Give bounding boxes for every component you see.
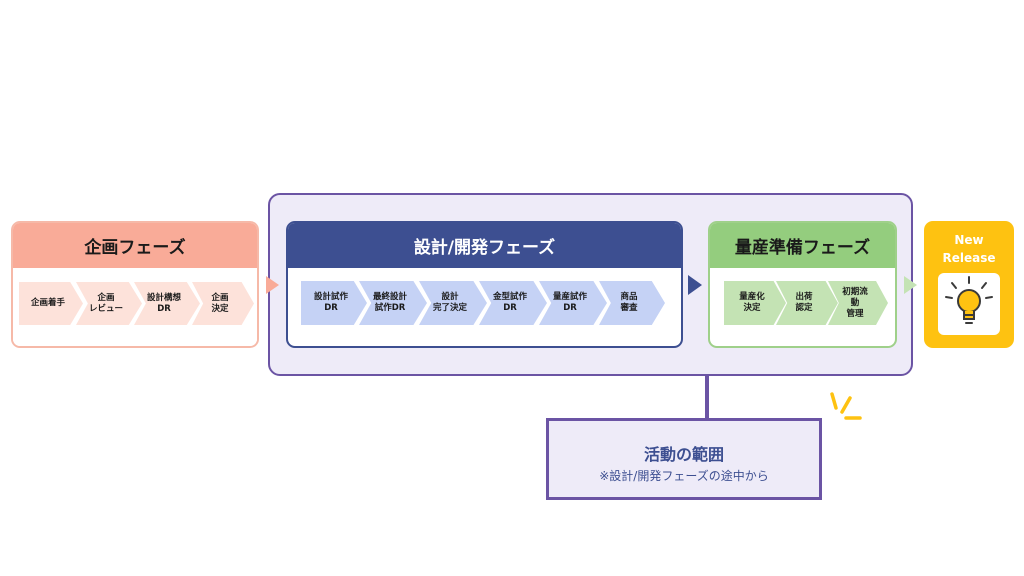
plan-step-1: 企画着手 <box>19 282 83 325</box>
dev-step-4: 金型試作 DR <box>479 281 547 325</box>
plan-to-dev-arrow <box>266 276 279 294</box>
plan-step-3: 設計構想 DR <box>134 282 200 325</box>
new-release-card: New Release <box>924 221 1014 348</box>
activity-scope-title: 活動の範囲 <box>643 445 724 464</box>
plan-step-4: 企画 決定 <box>192 282 254 325</box>
new-release-label: New Release <box>942 233 996 265</box>
dev-step-2: 最終設計 試作DR <box>359 281 427 325</box>
mass-step-1: 量産化 決定 <box>724 281 786 325</box>
scope-connector-line <box>705 374 709 420</box>
activity-scope-subtitle: ※設計/開発フェーズの途中から <box>599 469 769 483</box>
plan-step-2: 企画 レビュー <box>76 282 142 325</box>
plan-phase-title: 企画フェーズ <box>13 223 257 268</box>
mass-phase-steps: 量産化 決定 出荷 認定 初期流 動 管理 <box>710 268 895 346</box>
plan-phase-steps: 企画着手 企画 レビュー 設計構想 DR 企画 決定 <box>13 268 257 346</box>
mass-to-release-arrow <box>904 276 917 294</box>
dev-to-mass-arrow <box>688 275 702 295</box>
activity-scope-callout: 活動の範囲 ※設計/開発フェーズの途中から <box>546 418 822 500</box>
dev-step-5: 量産試作 DR <box>539 281 607 325</box>
dev-step-1: 設計試作 DR <box>301 281 367 325</box>
dev-phase-card: 設計/開発フェーズ 設計試作 DR 最終設計 試作DR 設計 完了決定 金型試作… <box>286 221 683 348</box>
dev-phase-steps: 設計試作 DR 最終設計 試作DR 設計 完了決定 金型試作 DR 量産試作 D… <box>288 268 681 346</box>
dev-phase-title: 設計/開発フェーズ <box>288 223 681 268</box>
dev-step-3: 設計 完了決定 <box>419 281 487 325</box>
sparkle-icon <box>830 392 862 420</box>
mass-phase-card: 量産準備フェーズ 量産化 決定 出荷 認定 初期流 動 管理 <box>708 221 897 348</box>
mass-phase-title: 量産準備フェーズ <box>710 223 895 268</box>
plan-phase-card: 企画フェーズ 企画着手 企画 レビュー 設計構想 DR 企画 決定 <box>11 221 259 348</box>
dev-step-6: 商品 審査 <box>599 281 665 325</box>
lightbulb-icon <box>938 273 1000 335</box>
